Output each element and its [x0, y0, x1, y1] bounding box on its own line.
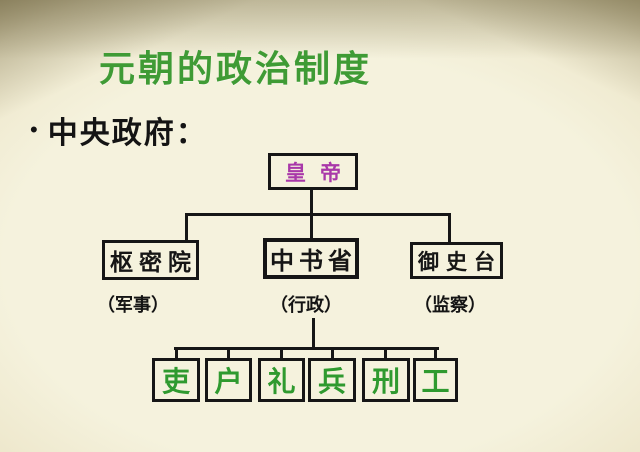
- connector-line: [312, 318, 315, 350]
- branch-label: 中书省: [270, 248, 357, 275]
- branch-caption-military: （军事）: [97, 295, 169, 315]
- branch-box-military: 枢密院: [102, 240, 199, 280]
- slide-title: 元朝的政治制度: [99, 48, 373, 89]
- connector-line: [384, 347, 387, 360]
- bullet-row: • 中央政府：: [30, 108, 208, 152]
- branch-caption-supervision: （监察）: [414, 295, 486, 315]
- bullet-icon: •: [30, 117, 38, 142]
- connector-line: [174, 347, 439, 350]
- connector-line: [227, 347, 230, 360]
- emperor-box: 皇帝: [268, 153, 358, 190]
- connector-line: [185, 213, 451, 216]
- dept-label: 刑: [371, 366, 400, 397]
- dept-box-war: 兵: [308, 358, 356, 402]
- branch-box-supervision: 御史台: [410, 242, 503, 279]
- dept-label: 吏: [161, 366, 190, 397]
- connector-line: [185, 213, 188, 242]
- branch-label: 御史台: [418, 250, 502, 274]
- connector-line: [331, 347, 334, 360]
- branch-caption-administration: （行政）: [270, 295, 342, 315]
- dept-box-works: 工: [413, 358, 458, 402]
- branch-label: 枢密院: [110, 249, 197, 275]
- dept-label: 户: [214, 366, 243, 397]
- emperor-label: 皇帝: [285, 161, 355, 185]
- section-label: 中央政府：: [47, 117, 208, 150]
- dept-label: 工: [421, 366, 450, 397]
- dept-box-revenue: 户: [205, 358, 252, 402]
- connector-line: [448, 213, 451, 244]
- connector-line: [434, 347, 437, 360]
- dept-label: 礼: [267, 366, 296, 397]
- dept-box-officials: 吏: [152, 358, 200, 402]
- connector-line: [310, 213, 313, 240]
- connector-line: [310, 189, 313, 216]
- connector-line: [280, 347, 283, 360]
- branch-box-administration: 中书省: [263, 238, 359, 279]
- dept-label: 兵: [317, 366, 346, 397]
- dept-box-justice: 刑: [362, 358, 410, 402]
- connector-line: [175, 347, 178, 360]
- dept-box-rites: 礼: [258, 358, 305, 402]
